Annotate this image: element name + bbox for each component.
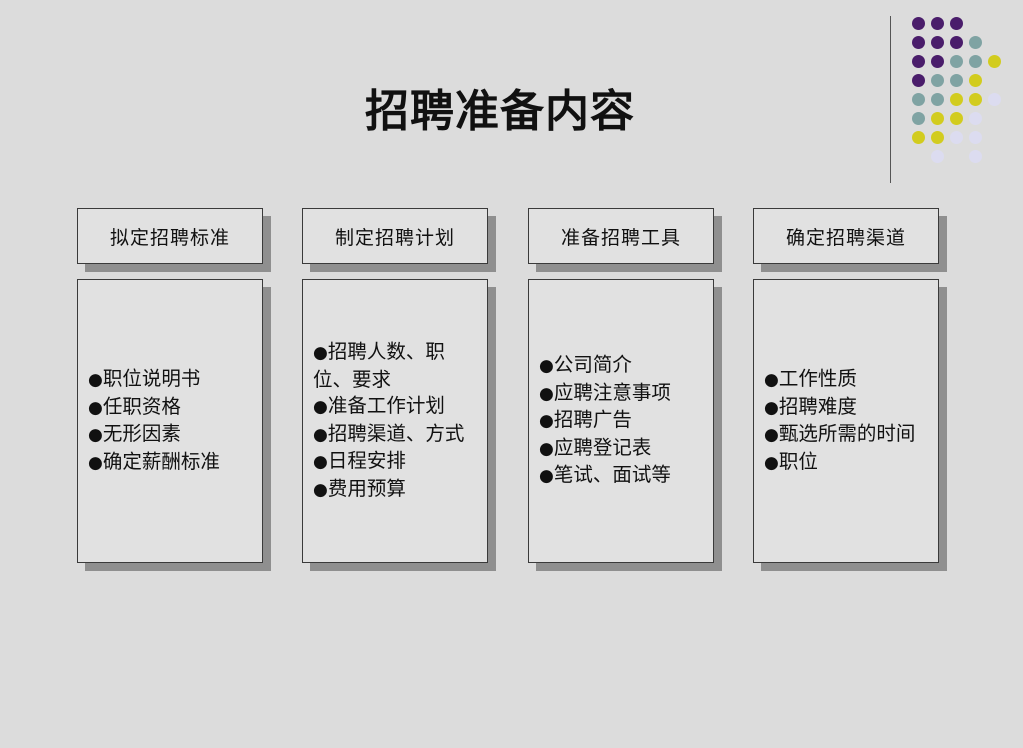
decorative-dot [988, 93, 1001, 106]
list-item: ●应聘注意事项 [539, 380, 671, 404]
decorative-dot [912, 93, 925, 106]
header-box-4: 确定招聘渠道 [753, 208, 939, 264]
header-label-4: 确定招聘渠道 [785, 226, 906, 249]
bullet-icon: ● [764, 397, 779, 418]
decorative-dot [950, 131, 963, 144]
divider-line [890, 16, 891, 183]
list-item: ●职位说明书 [88, 367, 201, 390]
header-box-2: 制定招聘计划 [302, 208, 488, 264]
list-item: ●笔试、面试等 [539, 463, 671, 487]
decorative-dot [931, 17, 944, 30]
content-box-1: ●职位说明书 ●任职资格 ●无形因素 ●确定薪酬标准 [77, 279, 263, 563]
decorative-dot [931, 93, 944, 106]
decorative-dot [931, 112, 944, 125]
decorative-dot [912, 74, 925, 87]
list-item: ●应聘登记表 [539, 435, 652, 459]
decorative-dot [969, 131, 982, 144]
decorative-dot [931, 74, 944, 87]
bullet-icon: ● [764, 425, 779, 445]
decorative-dot [950, 55, 963, 68]
decorative-dot [969, 112, 982, 125]
bullet-icon: ● [313, 424, 328, 445]
bullet-icon: ● [539, 383, 554, 404]
decorative-dot [912, 17, 925, 30]
header-label-2: 制定招聘计划 [334, 226, 455, 249]
decorative-dot [950, 93, 963, 106]
bullet-icon: ● [539, 466, 554, 487]
decorative-dot [988, 55, 1001, 68]
decorative-dot [969, 93, 982, 106]
bullet-icon: ● [313, 479, 328, 500]
bullet-icon: ● [313, 397, 328, 417]
bullet-icon: ● [88, 397, 103, 418]
decorative-dot [912, 112, 925, 125]
decorative-dot [931, 36, 944, 49]
list-item: ●费用预算 [313, 476, 406, 500]
bullet-icon: ● [539, 411, 554, 432]
bullet-icon: ● [539, 356, 554, 377]
decorative-dot [969, 55, 982, 68]
header-label-1: 拟定招聘标准 [109, 226, 230, 249]
decorative-dot [950, 74, 963, 87]
decorative-dot [931, 150, 944, 163]
list-item: ●日程安排 [313, 449, 406, 472]
content-box-3: ●公司简介 ●应聘注意事项 ●招聘广告 ●应聘登记表 ●笔试、面试等 [528, 279, 714, 563]
list-item: ●招聘难度 [764, 394, 857, 418]
decorative-dot [912, 55, 925, 68]
list-item: ●公司简介 [539, 353, 632, 377]
list-item: ●任职资格 [88, 394, 181, 418]
bullet-icon: ● [88, 452, 103, 473]
list-item: ●无形因素 [88, 422, 181, 445]
item-list-3: ●公司简介 ●应聘注意事项 ●招聘广告 ●应聘登记表 ●笔试、面试等 [539, 352, 703, 490]
content-box-2: ●招聘人数、职位、要求 ●准备工作计划 ●招聘渠道、方式 ●日程安排 ●费用预算 [302, 279, 488, 563]
bullet-icon: ● [313, 452, 328, 472]
bullet-icon: ● [313, 343, 328, 363]
decorative-dot [950, 112, 963, 125]
list-item: ●准备工作计划 [313, 394, 445, 417]
list-item: ●招聘人数、职位、要求 [313, 340, 445, 391]
header-label-3: 准备招聘工具 [560, 226, 681, 249]
header-box-3: 准备招聘工具 [528, 208, 714, 264]
list-item: ●工作性质 [764, 367, 857, 390]
list-item: ●招聘广告 [539, 408, 632, 432]
bullet-icon: ● [764, 370, 779, 390]
list-item: ●职位 [764, 449, 818, 473]
decorative-dot [950, 17, 963, 30]
item-list-2: ●招聘人数、职位、要求 ●准备工作计划 ●招聘渠道、方式 ●日程安排 ●费用预算 [313, 339, 477, 503]
decorative-dot [969, 36, 982, 49]
bullet-icon: ● [88, 425, 103, 445]
decorative-dot [912, 36, 925, 49]
header-box-1: 拟定招聘标准 [77, 208, 263, 264]
decorative-dot [969, 150, 982, 163]
decorative-dot [912, 131, 925, 144]
list-item: ●招聘渠道、方式 [313, 421, 465, 445]
item-list-4: ●工作性质 ●招聘难度 ●甄选所需的时间 ●职位 [764, 366, 928, 476]
list-item: ●确定薪酬标准 [88, 449, 220, 473]
bullet-icon: ● [539, 438, 554, 459]
decorative-dot [969, 74, 982, 87]
content-box-4: ●工作性质 ●招聘难度 ●甄选所需的时间 ●职位 [753, 279, 939, 563]
slide-title: 招聘准备内容 [365, 86, 635, 137]
bullet-icon: ● [764, 452, 779, 473]
decorative-dot [950, 36, 963, 49]
bullet-icon: ● [88, 370, 103, 390]
decorative-dot [931, 131, 944, 144]
item-list-1: ●职位说明书 ●任职资格 ●无形因素 ●确定薪酬标准 [88, 366, 252, 476]
list-item: ●甄选所需的时间 [764, 422, 916, 445]
decorative-dot [931, 55, 944, 68]
